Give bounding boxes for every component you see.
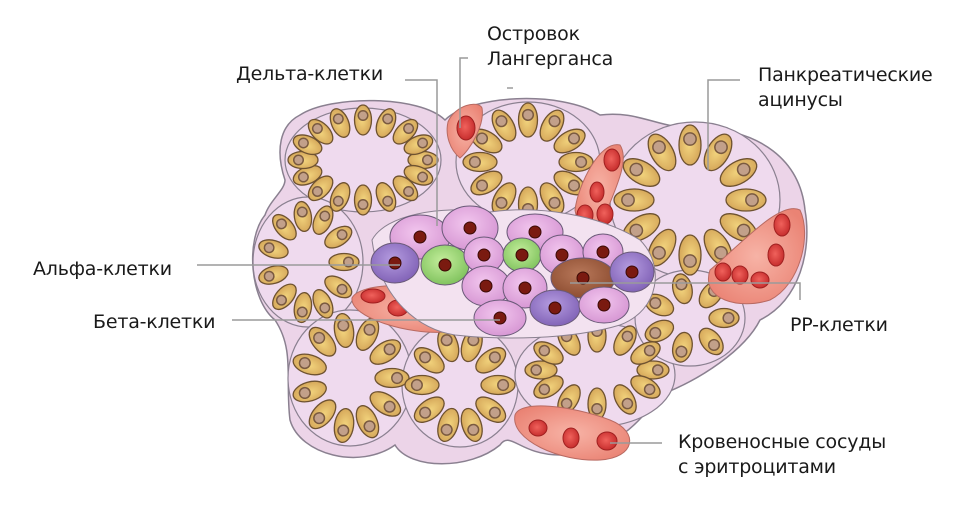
label-alpha-cells: Альфа-клетки <box>33 258 172 280</box>
label-blood-vessels: Кровеносные сосуды с эритроцитами <box>678 431 887 478</box>
label-islet-of-langerhans: Островок Лангерганса <box>487 23 614 70</box>
label-pancreatic-acini: Панкреатические ацинусы <box>758 64 933 111</box>
leader-acini <box>707 79 740 170</box>
leader-lines <box>197 57 801 444</box>
islet-of-langerhans <box>370 205 656 339</box>
leader-pp <box>570 282 801 300</box>
label-delta-cells: Дельта-клетки <box>236 63 384 85</box>
label-pp-cells: PP-клетки <box>790 314 888 336</box>
label-beta-cells: Бета-клетки <box>93 311 216 333</box>
leader-delta <box>405 79 438 226</box>
leader-islet <box>459 57 468 128</box>
